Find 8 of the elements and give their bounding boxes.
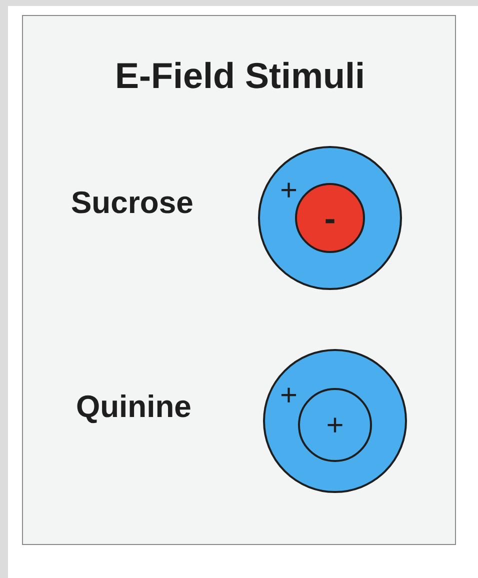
charge-sign: - — [323, 202, 337, 236]
stimulus-label: Sucrose — [71, 186, 194, 218]
panel-title: E-Field Stimuli — [114, 58, 366, 94]
charge-sign: + — [280, 381, 298, 411]
stimulus-label: Quinine — [76, 390, 192, 422]
panel-background — [22, 15, 456, 545]
charge-sign: + — [325, 411, 345, 441]
charge-sign: + — [280, 176, 298, 206]
